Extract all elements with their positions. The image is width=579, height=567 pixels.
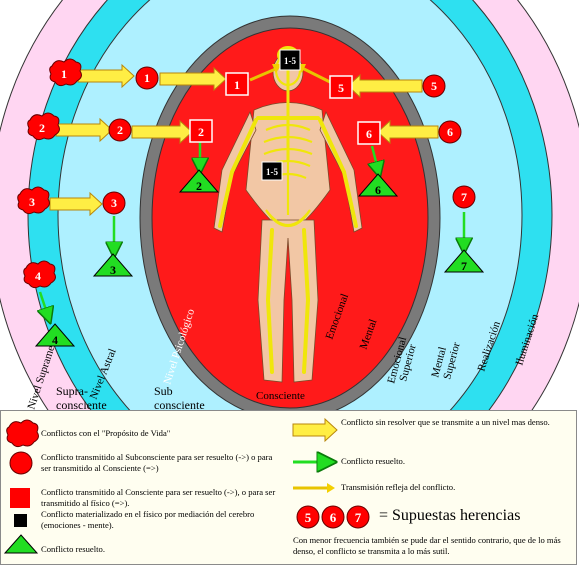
legend-footer-text: Con menor frecuencia también se pude dar…	[293, 535, 561, 556]
num-triangle-2: 2	[196, 179, 202, 193]
num-triangle-6: 6	[375, 183, 381, 197]
legend-thick-arrow-text: Conflicto sin resolver que se transmite …	[341, 417, 550, 427]
legend-panel: 5 6 7 Conflictos con el "Propósito de Vi…	[0, 410, 577, 565]
num-circle-6: 6	[447, 125, 453, 139]
legend-heritage-6: 6	[330, 510, 337, 525]
legend-heritage-circles	[296, 505, 370, 529]
label-supraconsciente-2: consciente	[56, 398, 107, 410]
num-triangle-4: 4	[52, 333, 58, 347]
num-circle-1: 1	[144, 71, 150, 85]
num-square-2: 2	[198, 125, 204, 139]
circle-markers	[102, 66, 476, 215]
cloud-markers	[17, 58, 82, 289]
num-triangle-7: 7	[461, 259, 467, 273]
legend-heritage-5: 5	[305, 510, 312, 525]
levels-diagram: Nivel Supramental Nivel Astral Nivel Psi…	[0, 0, 579, 410]
num-triangle-3: 3	[110, 263, 116, 277]
legend-thick-arrow-icon	[292, 417, 338, 443]
label-consciente: Consciente	[256, 390, 305, 402]
legend-heritage-7: 7	[355, 510, 362, 525]
num-cloud-2: 2	[39, 121, 45, 135]
legend-black-text: Conflicto materializado en el físico por…	[41, 509, 255, 530]
num-brain: 1-5	[284, 56, 296, 66]
legend-triangle-text: Conflicto resuelto.	[41, 544, 105, 554]
legend-square-icon	[10, 488, 30, 508]
num-cloud-3: 3	[29, 195, 35, 209]
num-circle-5: 5	[431, 79, 437, 93]
square-markers	[189, 72, 381, 145]
legend-cloud-icon	[6, 419, 39, 448]
legend-icons: 5 6 7	[3, 417, 370, 554]
legend-thin-arrow-text: Transmisión refleja del conflicto.	[341, 482, 456, 492]
num-cloud-4: 4	[35, 269, 41, 283]
num-circle-2: 2	[117, 123, 123, 137]
num-circle-3: 3	[111, 196, 117, 210]
conflict-arrows	[49, 63, 439, 217]
legend-circle-text: Conflicto transmitido al Subconsciente p…	[41, 452, 273, 473]
reflex-arrows	[249, 66, 331, 84]
legend-black-icon	[14, 514, 27, 527]
num-square-1: 1	[234, 78, 240, 92]
legend-square-text: Conflicto transmitido al Consciente para…	[41, 487, 276, 508]
num-square-6: 6	[366, 127, 372, 141]
legend-green-arrow-text: Conflicto resuelto.	[341, 456, 405, 466]
legend-heritage-text: = Supuestas herencias	[379, 507, 521, 524]
label-subconsciente-2: consciente	[154, 398, 205, 410]
legend-circle-icon	[9, 451, 33, 475]
num-body: 1-5	[266, 167, 278, 177]
num-square-5: 5	[338, 81, 344, 95]
black-markers	[261, 49, 301, 181]
triangle-markers	[34, 169, 485, 347]
label-subconsciente-1: Sub	[154, 384, 173, 398]
legend-triangle-icon	[3, 534, 39, 554]
num-circle-7: 7	[461, 190, 467, 204]
resolved-arrows	[40, 142, 464, 316]
num-cloud-1: 1	[61, 67, 67, 81]
legend-cloud-text: Conflictos con el "Propósito de Vida"	[41, 428, 171, 438]
label-supraconsciente-1: Supra-	[56, 384, 88, 398]
